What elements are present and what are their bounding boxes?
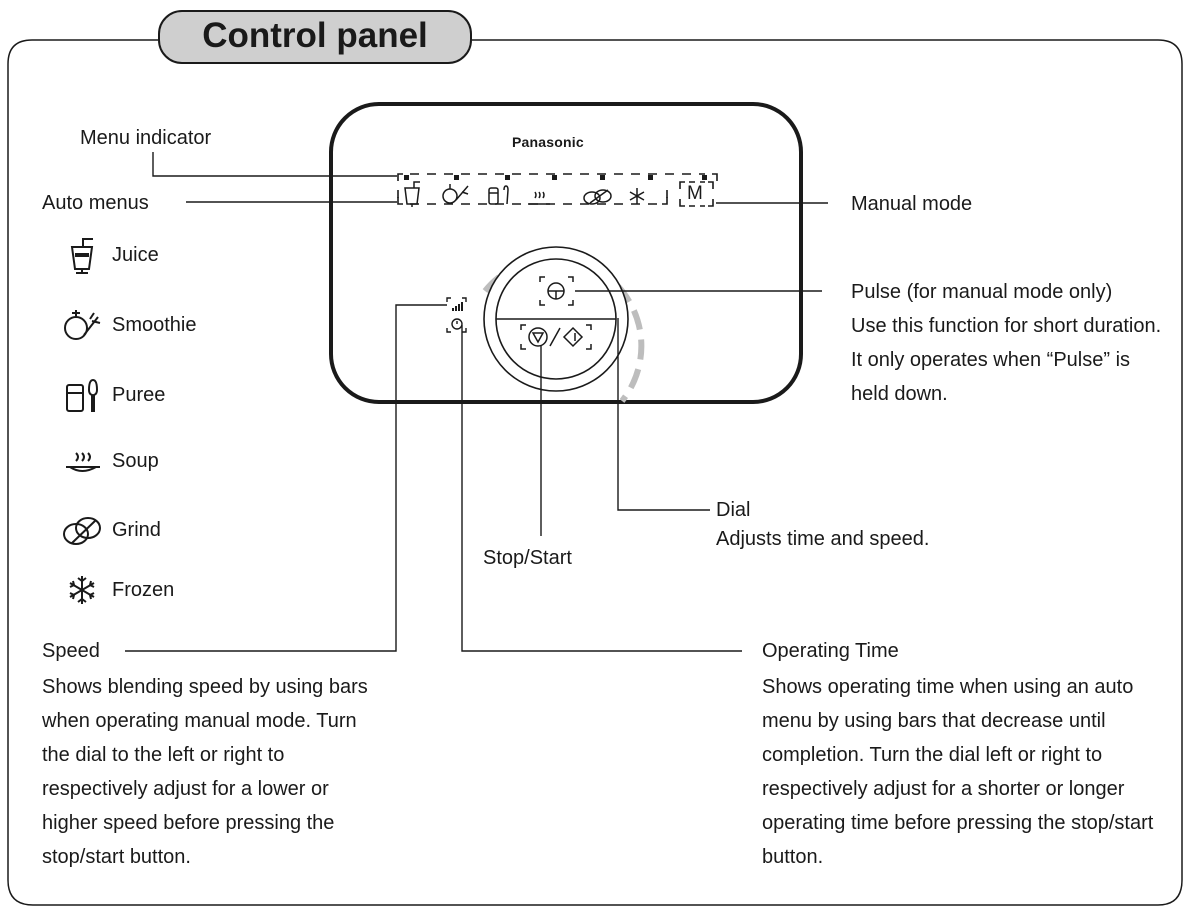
outer-frame [7,39,1183,906]
soup-icon [66,452,100,472]
page-title: Control panel [158,10,472,64]
leader-lines [125,152,828,652]
smoothie-icon [64,310,101,340]
menu-indicator-label: Menu indicator [80,127,212,149]
speed-label: Speed [42,640,100,662]
auto-menus-label: Auto menus [42,192,149,214]
pulse-icon [539,276,574,306]
speed-description: Shows blending speed by using bars when … [42,676,368,868]
speed-time-indicator [446,297,467,333]
stop-start-label: Stop/Start [483,547,572,569]
menu-label: Smoothie [112,314,197,336]
juice-icon [70,238,94,274]
menu-label: Frozen [112,579,175,601]
menu-label: Grind [112,519,161,541]
operating-time-label: Operating Time [762,640,899,662]
manual-button-label: M [687,183,703,204]
pulse-label: Pulse (for manual mode only) [851,281,1113,303]
panel-icons [404,181,645,207]
brand-logo-text: Panasonic [512,134,584,150]
menu-label: Puree [112,384,166,406]
grind-icon [63,517,101,545]
menu-label: Juice [112,244,159,266]
manual-button-frame [679,181,714,207]
puree-icon [66,378,99,412]
frozen-icon [69,576,95,604]
menu-indicator-dots [404,175,707,180]
dial-description: Adjusts time and speed. [716,528,930,550]
stop-start-icon [520,324,592,350]
dial-label: Dial [716,499,751,521]
speed-bars [452,302,463,311]
operating-time-description: Shows operating time when using an auto … [762,676,1154,868]
menu-label: Soup [112,450,159,472]
pulse-description: Use this function for short duration. It… [851,315,1162,405]
manual-mode-label: Manual mode [851,193,973,215]
